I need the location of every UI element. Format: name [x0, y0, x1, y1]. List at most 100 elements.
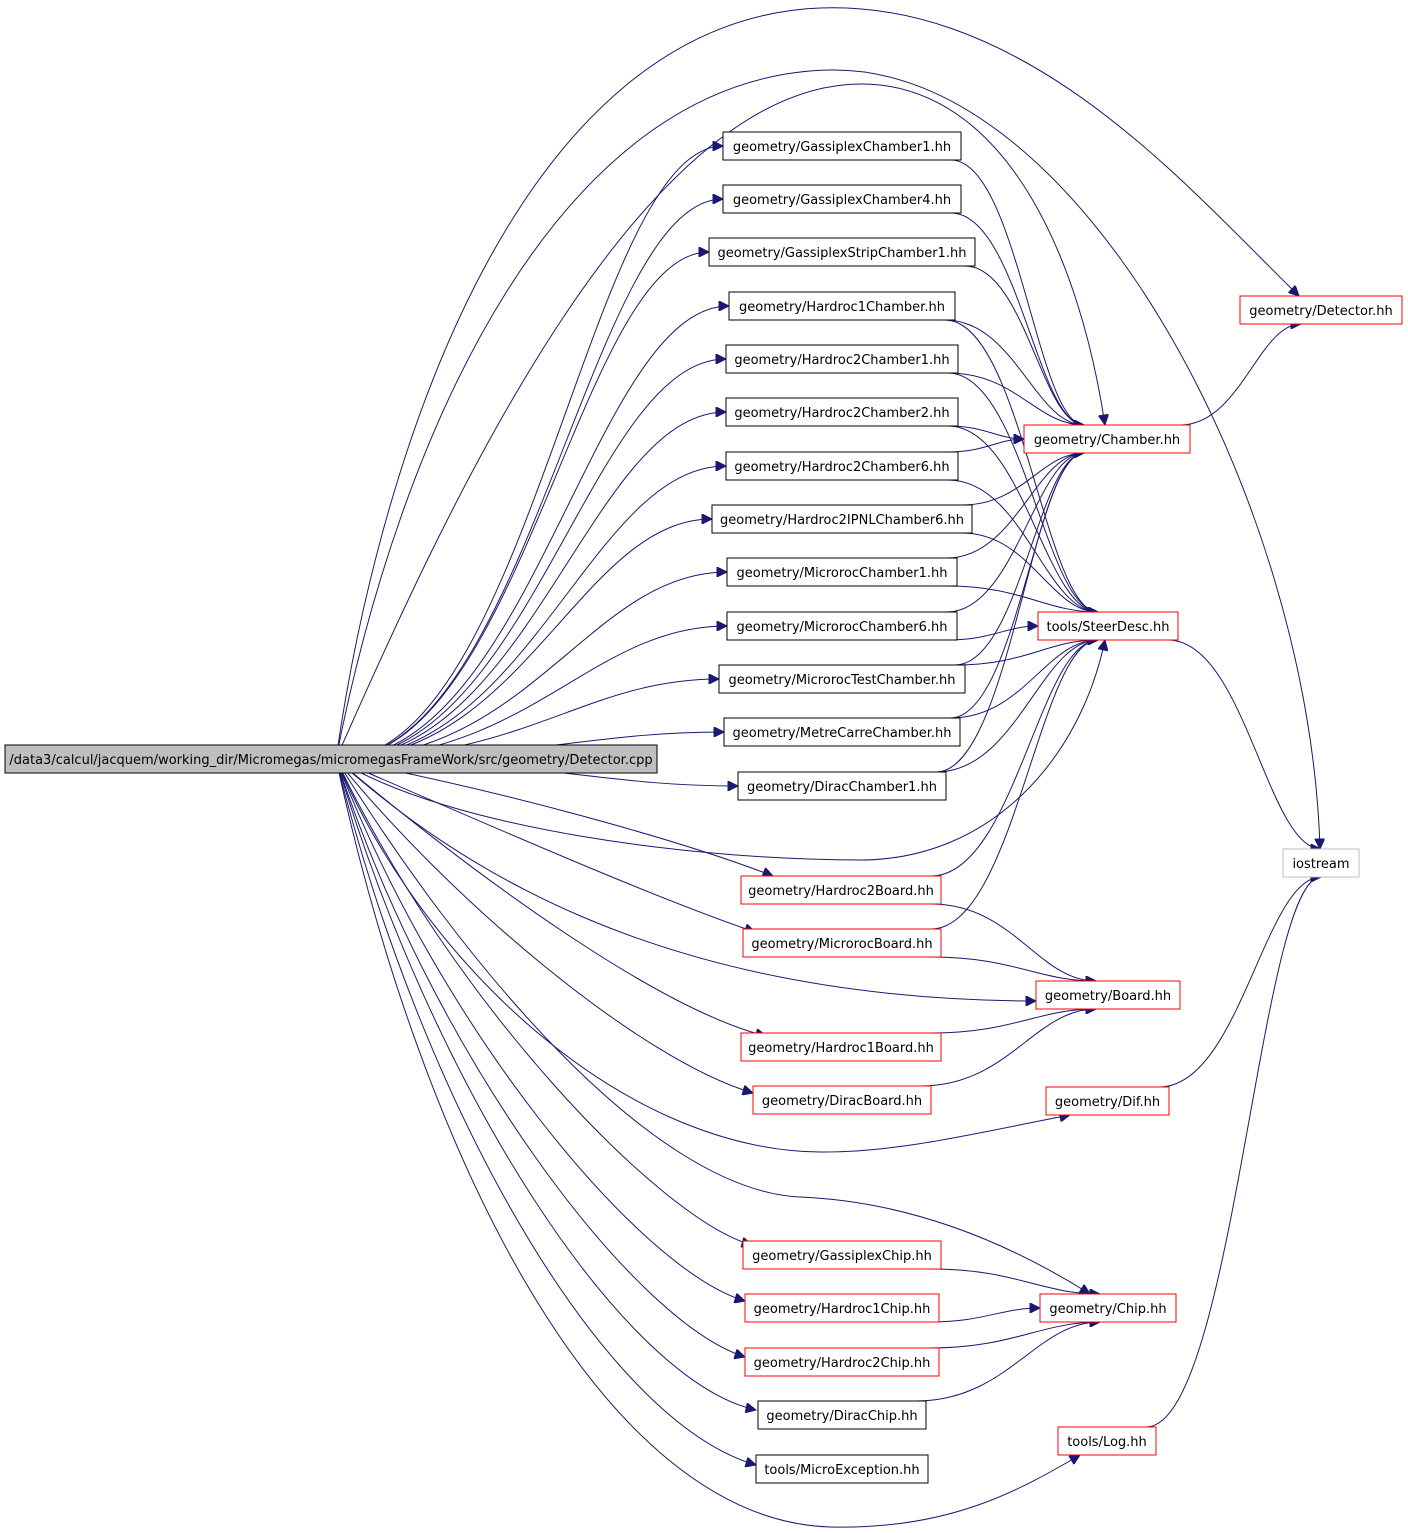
node-box-log	[1057, 1426, 1157, 1456]
node-label-gc1: geometry/GassiplexChamber1.hh	[733, 140, 951, 155]
node-box-mc1	[726, 557, 958, 587]
edge-h1chip-to-chip	[928, 1308, 1040, 1323]
edge-mtc-to-chamber	[954, 453, 1084, 666]
node-label-det: geometry/Detector.hh	[1249, 304, 1392, 319]
edge-root-to-h2c1	[335, 359, 726, 760]
edge-mc6-to-chamber	[946, 453, 1084, 613]
edge-root-to-chamber	[335, 83, 1105, 760]
node-chip[interactable]: geometry/Chip.hh	[1039, 1293, 1177, 1323]
edge-gc4-to-chamber	[950, 212, 1084, 425]
node-box-h1chip	[744, 1293, 940, 1323]
edge-root-to-db	[335, 758, 753, 1093]
node-gsc1[interactable]: geometry/GassiplexStripChamber1.hh	[708, 237, 976, 267]
node-h2chip[interactable]: geometry/Hardroc2Chip.hh	[744, 1347, 940, 1377]
node-box-det	[1239, 295, 1403, 325]
node-det[interactable]: geometry/Detector.hh	[1239, 295, 1403, 325]
node-h2c6[interactable]: geometry/Hardroc2Chamber6.hh	[725, 451, 959, 481]
node-box-mc6	[726, 611, 958, 641]
node-mcc[interactable]: geometry/MetreCarreChamber.hh	[723, 717, 961, 747]
node-db[interactable]: geometry/DiracBoard.hh	[752, 1085, 932, 1115]
edge-h2c1-to-steer	[947, 372, 1098, 612]
node-box-h2chip	[744, 1347, 940, 1377]
node-gc4[interactable]: geometry/GassiplexChamber4.hh	[722, 184, 962, 214]
node-box-mcc	[723, 717, 961, 747]
node-label-dif: geometry/Dif.hh	[1055, 1095, 1160, 1110]
edge-dc1-to-steer	[935, 640, 1098, 773]
node-mexc[interactable]: tools/MicroException.hh	[755, 1454, 929, 1484]
edge-db-to-board	[920, 1009, 1096, 1087]
edge-steer-to-iostream	[1167, 639, 1321, 849]
edge-h2chip-to-chip	[928, 1322, 1100, 1349]
edge-root-to-dif	[335, 758, 1070, 1153]
node-h1b[interactable]: geometry/Hardroc1Board.hh	[740, 1032, 942, 1062]
node-box-gsc1	[708, 237, 976, 267]
node-box-dif	[1045, 1086, 1170, 1116]
node-dc1[interactable]: geometry/DiracChamber1.hh	[737, 771, 947, 801]
node-dchip[interactable]: geometry/DiracChip.hh	[757, 1400, 927, 1430]
node-label-iostream: iostream	[1292, 857, 1349, 872]
node-mb[interactable]: geometry/MicrorocBoard.hh	[742, 928, 942, 958]
node-h1c[interactable]: geometry/Hardroc1Chamber.hh	[728, 291, 956, 321]
node-box-h1c	[728, 291, 956, 321]
node-gc1[interactable]: geometry/GassiplexChamber1.hh	[722, 131, 962, 161]
node-iostream: iostream	[1282, 848, 1360, 878]
edge-root-to-h2chip	[335, 758, 745, 1357]
node-box-board	[1035, 980, 1181, 1010]
edge-h2b-to-steer	[930, 640, 1098, 877]
nodes-layer: /data3/calcul/jacquem/working_dir/Microm…	[4, 131, 1403, 1484]
node-label-steer: tools/SteerDesc.hh	[1047, 620, 1170, 635]
node-steer[interactable]: tools/SteerDesc.hh	[1037, 611, 1179, 641]
node-h2c1[interactable]: geometry/Hardroc2Chamber1.hh	[725, 344, 959, 374]
node-label-h2c6: geometry/Hardroc2Chamber6.hh	[734, 460, 949, 475]
node-chamber[interactable]: geometry/Chamber.hh	[1023, 424, 1191, 454]
edge-root-to-gchip	[335, 758, 752, 1245]
node-dif[interactable]: geometry/Dif.hh	[1045, 1086, 1170, 1116]
node-h2ipnl[interactable]: geometry/Hardroc2IPNLChamber6.hh	[711, 504, 973, 534]
edge-root-to-board	[335, 758, 1036, 1001]
edge-root-to-h1b	[335, 758, 766, 1036]
node-box-mtc	[718, 664, 966, 694]
node-label-mc6: geometry/MicrorocChamber6.hh	[737, 620, 948, 635]
node-label-h2ipnl: geometry/Hardroc2IPNLChamber6.hh	[720, 513, 964, 528]
node-box-h2c2	[725, 397, 959, 427]
node-root: /data3/calcul/jacquem/working_dir/Microm…	[4, 744, 658, 774]
edge-root-to-chip	[335, 758, 1090, 1294]
node-label-h2c1: geometry/Hardroc2Chamber1.hh	[734, 353, 949, 368]
node-gchip[interactable]: geometry/GassiplexChip.hh	[742, 1240, 942, 1270]
node-box-root	[4, 744, 658, 774]
edge-mb-to-board	[930, 956, 1096, 981]
node-label-mc1: geometry/MicrorocChamber1.hh	[737, 566, 948, 581]
edge-root-to-steer	[335, 640, 1105, 861]
node-mc6[interactable]: geometry/MicrorocChamber6.hh	[726, 611, 958, 641]
node-label-h1chip: geometry/Hardroc1Chip.hh	[754, 1302, 931, 1317]
node-box-iostream	[1282, 848, 1360, 878]
edge-mtc-to-steer	[954, 640, 1098, 666]
node-label-dchip: geometry/DiracChip.hh	[766, 1409, 917, 1424]
node-label-chip: geometry/Chip.hh	[1049, 1302, 1166, 1317]
node-label-db: geometry/DiracBoard.hh	[762, 1094, 922, 1109]
edge-root-to-h1c	[335, 306, 729, 760]
edge-h1b-to-board	[930, 1009, 1096, 1034]
node-label-log: tools/Log.hh	[1067, 1435, 1147, 1450]
node-log[interactable]: tools/Log.hh	[1057, 1426, 1157, 1456]
node-label-h2b: geometry/Hardroc2Board.hh	[748, 884, 934, 899]
edge-root-to-log	[335, 758, 1080, 1528]
edge-h2b-to-board	[930, 903, 1096, 981]
node-board[interactable]: geometry/Board.hh	[1035, 980, 1181, 1010]
node-h2c2[interactable]: geometry/Hardroc2Chamber2.hh	[725, 397, 959, 427]
node-box-steer	[1037, 611, 1179, 641]
node-label-h2chip: geometry/Hardroc2Chip.hh	[754, 1356, 931, 1371]
edge-root-to-dchip	[335, 758, 756, 1410]
node-h2b[interactable]: geometry/Hardroc2Board.hh	[740, 875, 942, 905]
node-label-root: /data3/calcul/jacquem/working_dir/Microm…	[9, 753, 652, 768]
node-mc1[interactable]: geometry/MicrorocChamber1.hh	[726, 557, 958, 587]
edge-h2c1-to-chamber	[947, 372, 1084, 425]
node-box-h2ipnl	[711, 504, 973, 534]
edge-gc1-to-chamber	[950, 159, 1084, 425]
edge-mcc-to-steer	[949, 640, 1098, 719]
node-mtc[interactable]: geometry/MicrorocTestChamber.hh	[718, 664, 966, 694]
node-h1chip[interactable]: geometry/Hardroc1Chip.hh	[744, 1293, 940, 1323]
node-box-dc1	[737, 771, 947, 801]
node-label-board: geometry/Board.hh	[1045, 989, 1171, 1004]
edge-log-to-iostream	[1145, 877, 1321, 1428]
